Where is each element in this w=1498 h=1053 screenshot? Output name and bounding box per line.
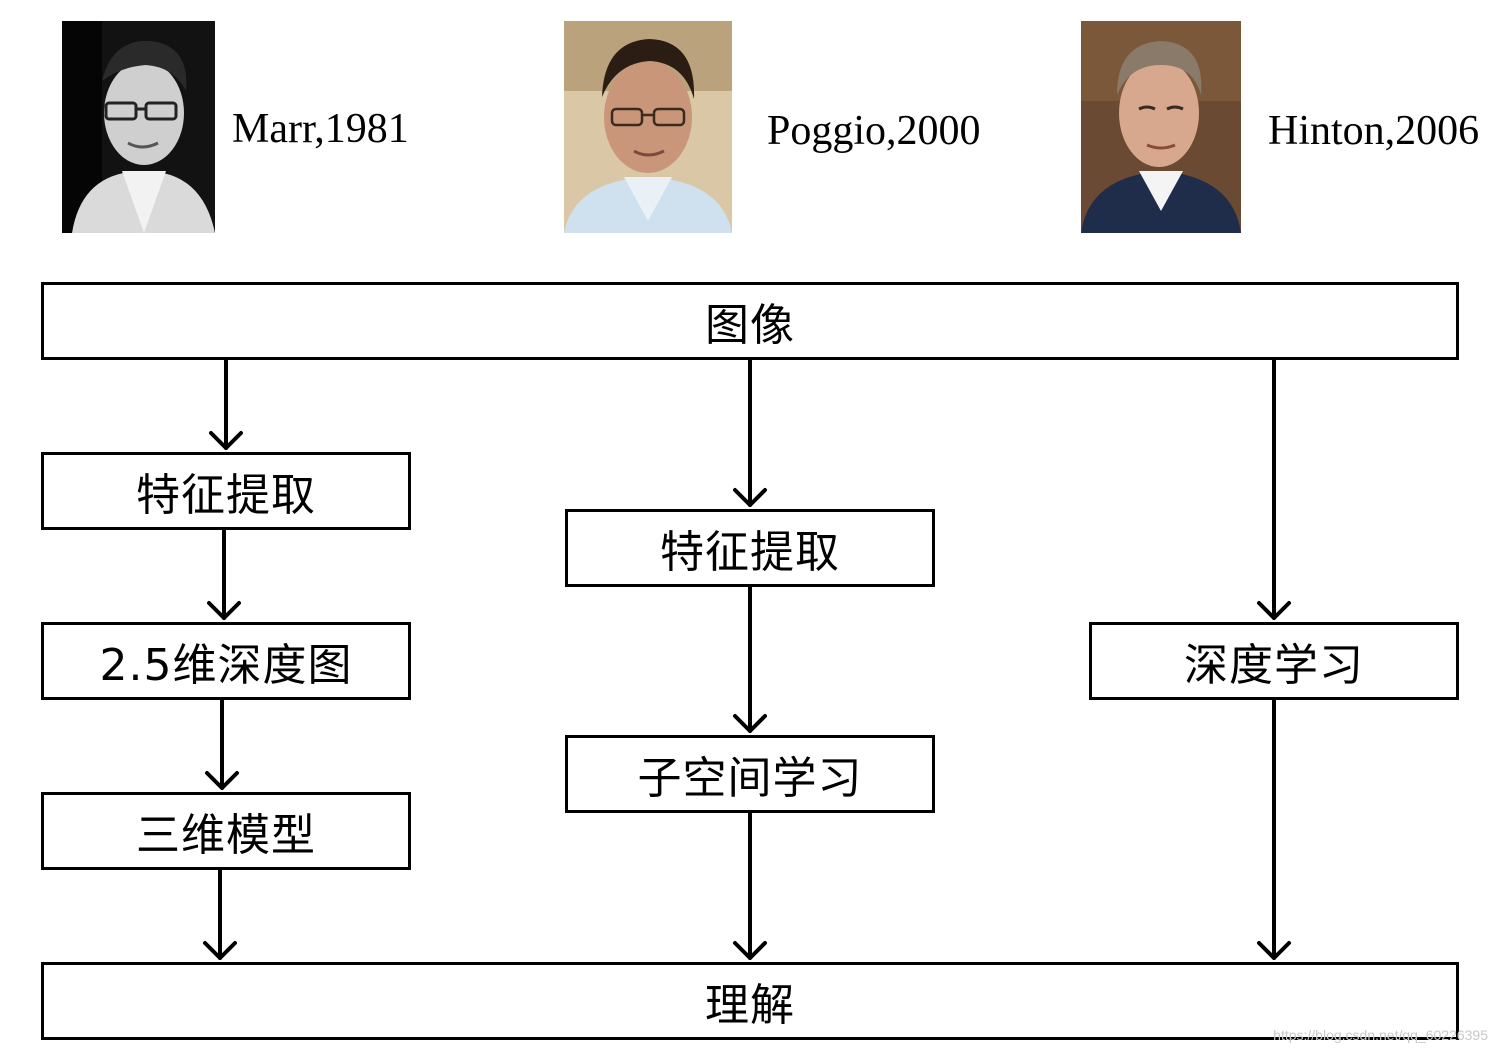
box-mid-feature-extraction: 特征提取 — [565, 509, 935, 587]
arrowhead-3d — [205, 771, 239, 790]
box-depth-map: 2.5维深度图 — [41, 622, 411, 700]
arrowhead-deep-learning — [1257, 601, 1291, 620]
caption-hinton: Hinton,2006 — [1268, 108, 1480, 154]
arrowhead-subspace — [733, 714, 767, 733]
box-3d-model: 三维模型 — [41, 792, 411, 870]
arrowhead-right-understanding — [1257, 941, 1291, 960]
arrowhead-left-feature — [209, 431, 243, 450]
caption-marr: Marr,1981 — [232, 106, 409, 152]
arrowhead-mid-understanding — [733, 941, 767, 960]
portrait-hinton-image — [1081, 21, 1241, 233]
box-image: 图像 — [41, 282, 1459, 360]
portrait-poggio — [564, 21, 732, 233]
arrowhead-left-understanding — [203, 941, 237, 960]
arrowhead-depth — [207, 601, 241, 620]
portrait-hinton — [1081, 21, 1241, 233]
arrowhead-mid-feature — [733, 488, 767, 507]
portrait-marr — [62, 21, 215, 233]
portrait-poggio-image — [564, 21, 732, 233]
box-subspace-learning: 子空间学习 — [565, 735, 935, 813]
box-deep-learning: 深度学习 — [1089, 622, 1459, 700]
box-understanding: 理解 — [41, 962, 1459, 1040]
box-left-feature-extraction: 特征提取 — [41, 452, 411, 530]
portrait-marr-image — [62, 21, 215, 233]
watermark: https://blog.csdn.net/qq_60226395 — [1273, 1027, 1488, 1043]
caption-poggio: Poggio,2000 — [767, 108, 981, 154]
